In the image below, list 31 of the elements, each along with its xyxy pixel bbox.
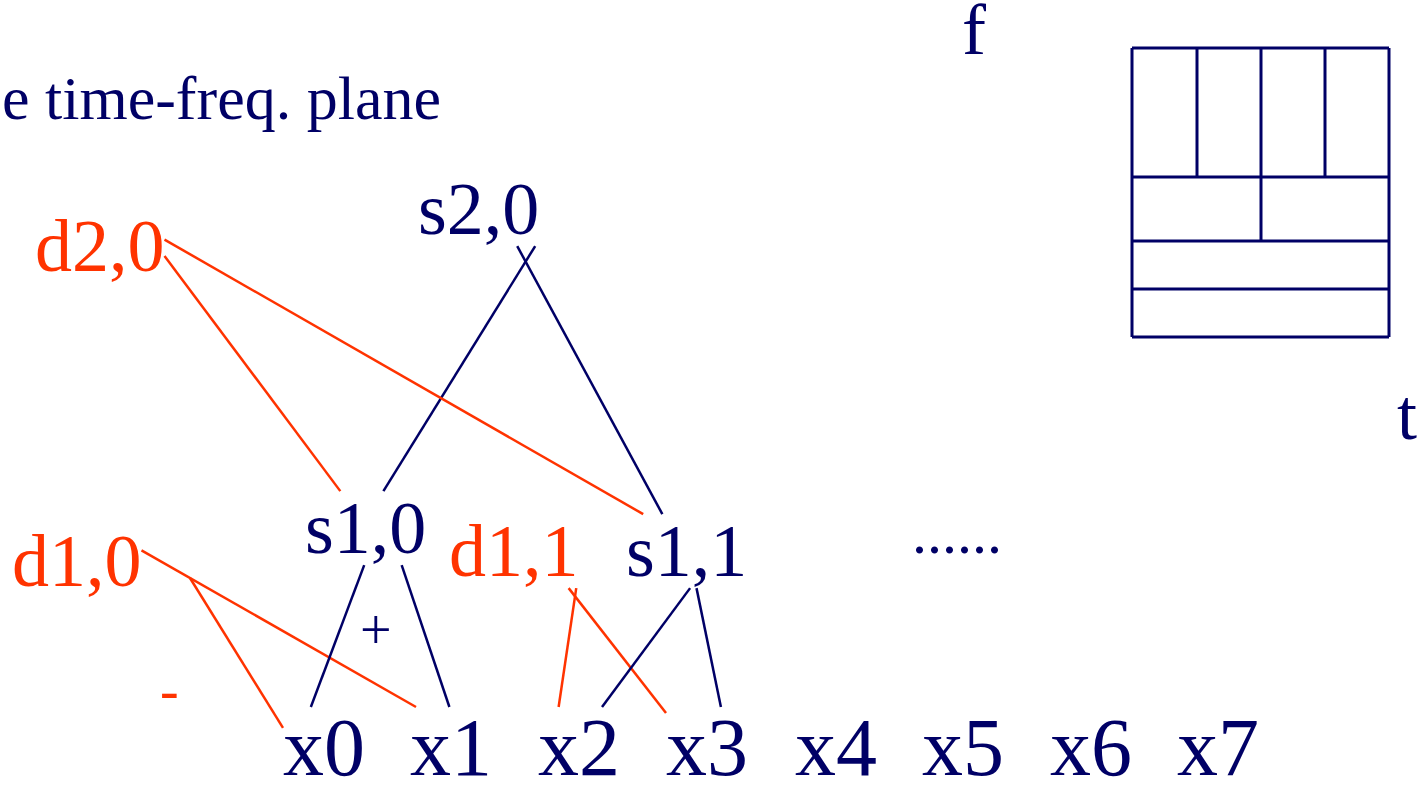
node-label: x1 <box>410 707 492 785</box>
connector-line <box>695 587 723 708</box>
connector-line <box>188 577 285 729</box>
connector-line <box>163 255 342 492</box>
node-label: d2,0 <box>35 209 165 284</box>
connector-line <box>382 245 537 492</box>
node-label: x4 <box>795 707 877 785</box>
node-label: x3 <box>666 707 748 785</box>
node-label: d1,0 <box>12 524 142 599</box>
connector-line <box>163 238 644 516</box>
connector-line <box>567 587 667 714</box>
connector-line <box>309 564 366 708</box>
sign-label: - <box>160 662 179 719</box>
node-label: x6 <box>1050 707 1132 785</box>
axis-label: t <box>1397 378 1417 451</box>
node-label: x7 <box>1177 707 1259 785</box>
axis-label: f <box>962 0 986 66</box>
connector-line <box>400 564 451 708</box>
sign-label: + <box>360 602 392 659</box>
connector-line <box>516 245 664 515</box>
node-label: s2,0 <box>418 172 540 247</box>
connector-line <box>601 587 692 708</box>
node-label: x5 <box>922 707 1004 785</box>
connector-line <box>140 549 417 709</box>
node-label: x0 <box>283 707 365 785</box>
node-label: s1,1 <box>626 514 748 589</box>
node-label: x2 <box>538 707 620 785</box>
node-label: s1,0 <box>305 491 427 566</box>
connector-line <box>557 587 578 708</box>
node-label: d1,1 <box>449 514 579 589</box>
ellipsis-text: ...... <box>912 502 1002 563</box>
